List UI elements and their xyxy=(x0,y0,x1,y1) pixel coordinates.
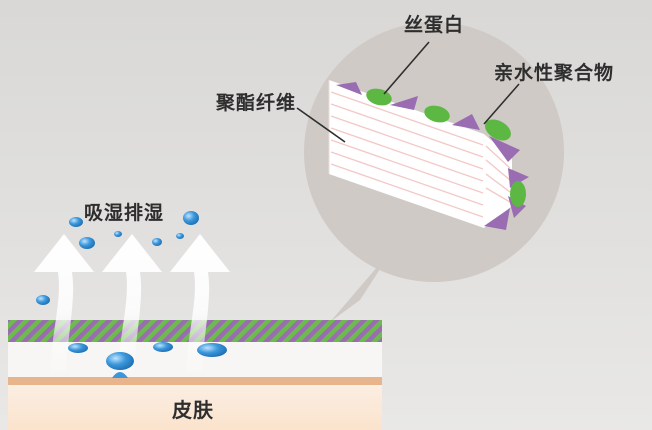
skin-surface xyxy=(8,377,382,385)
label-polyester-fiber: 聚酯纤维 xyxy=(216,92,297,114)
water-droplet-icon xyxy=(152,238,162,246)
wicking-arrow-icon xyxy=(170,234,230,372)
water-droplet-icon xyxy=(36,295,50,305)
label-wicking: 吸湿排湿 xyxy=(84,202,165,224)
water-droplet-icon xyxy=(183,211,199,225)
wicking-arrow-icon xyxy=(34,234,94,372)
label-skin: 皮肤 xyxy=(172,398,214,422)
water-droplet-icon xyxy=(114,231,122,237)
water-droplet-icon xyxy=(79,237,95,249)
fiber-lines xyxy=(330,91,511,218)
water-droplet-icon xyxy=(68,343,88,353)
label-silk-protein: 丝蛋白 xyxy=(404,14,465,36)
water-droplet-icon xyxy=(197,343,227,357)
polyester-fiber-block xyxy=(328,80,512,228)
leader-lines xyxy=(296,41,520,143)
water-droplet-icon xyxy=(153,342,173,352)
skin-layer xyxy=(8,385,382,430)
wicking-arrow-icon xyxy=(102,234,162,372)
water-droplets xyxy=(36,211,227,357)
water-droplet-icon xyxy=(176,233,184,239)
water-droplet-icon xyxy=(69,217,83,227)
silk-protein-blobs xyxy=(366,88,526,207)
label-hydrophilic-polymer: 亲水性聚合物 xyxy=(494,62,615,84)
wicking-arrows xyxy=(34,234,230,372)
sweat-droplet-icon xyxy=(106,352,134,378)
